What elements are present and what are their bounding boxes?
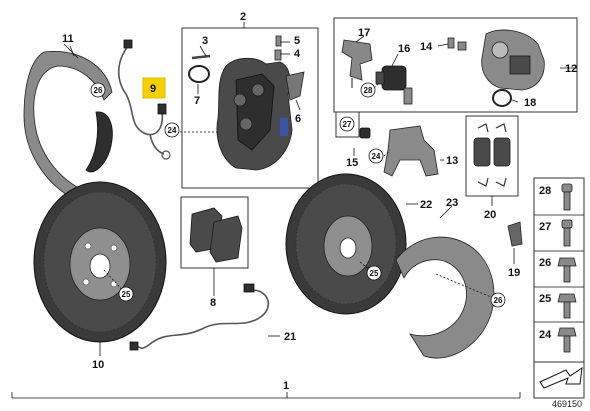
group-frame-caliper <box>181 27 319 189</box>
wear-sensor-21 <box>129 283 270 351</box>
carrier-13 <box>383 125 439 177</box>
callout-19: 19 <box>508 267 520 279</box>
circled-ref-24-caliper: 24 <box>164 122 180 138</box>
circled-ref-26-rear-shield: 26 <box>490 292 506 308</box>
bolt-15 <box>359 127 371 139</box>
rotor-front-10 <box>33 181 167 343</box>
callout-22: 22 <box>420 199 432 211</box>
diagram-id: 469150 <box>552 399 582 409</box>
pin-3 <box>191 54 211 60</box>
circled-ref-25-rear-rotor: 25 <box>366 265 382 281</box>
callout-17: 17 <box>358 27 370 39</box>
callout-11: 11 <box>62 33 74 45</box>
group-frame-rear-caliper <box>333 17 578 113</box>
bolt-label-25: 25 <box>539 293 551 305</box>
wear-sensor-9 <box>117 39 171 160</box>
callout-16: 16 <box>398 43 410 55</box>
callout-21: 21 <box>284 331 296 343</box>
splash-shield-rear-23 <box>395 236 495 359</box>
group-frame-bracket-hardware <box>335 111 360 138</box>
pads-8 <box>189 207 243 263</box>
svg-text:25: 25 <box>370 269 379 278</box>
splash-shield-front <box>23 43 113 201</box>
callout-20: 20 <box>484 209 496 221</box>
circled-ref-26-shield: 26 <box>90 82 106 98</box>
svg-text:24: 24 <box>372 152 381 161</box>
circled-ref-28-rear: 28 <box>360 82 376 98</box>
callout-13: 13 <box>446 155 458 167</box>
circled-ref-27-bracket: 27 <box>339 116 355 132</box>
callout-18: 18 <box>524 97 536 109</box>
seal-18 <box>492 89 512 107</box>
callout-2: 2 <box>240 11 246 23</box>
bolt-label-27: 27 <box>539 221 551 233</box>
group-frame-view-arrow <box>533 361 585 399</box>
bolt-25 <box>557 293 577 319</box>
callout-4: 4 <box>294 48 301 60</box>
callout-9: 9 <box>150 83 156 95</box>
svg-text:26: 26 <box>494 296 503 305</box>
callout-23: 23 <box>446 197 458 209</box>
svg-text:24: 24 <box>168 126 177 135</box>
motor-16 <box>375 65 413 105</box>
callout-5: 5 <box>294 35 300 47</box>
bolt-label-24: 24 <box>539 329 552 341</box>
circled-ref-25-front-rotor: 25 <box>118 286 134 302</box>
callout-3: 3 <box>202 35 208 47</box>
rotor-rear-22 <box>285 173 407 315</box>
bolt-label-28: 28 <box>539 185 551 197</box>
group-frame-pad-set-8 <box>180 196 249 269</box>
callout-6: 6 <box>295 113 301 125</box>
bolt-24 <box>557 327 577 353</box>
rear-caliper <box>481 29 545 91</box>
arrow-icon <box>539 366 583 389</box>
callout-8: 8 <box>210 297 216 309</box>
svg-text:28: 28 <box>364 86 373 95</box>
callout-1: 1 <box>283 380 289 392</box>
callout-15: 15 <box>346 157 358 169</box>
clip-19 <box>507 221 523 247</box>
bleeder-14 <box>447 37 467 51</box>
caliper-front <box>216 57 293 171</box>
spring-clip-6 <box>285 71 305 101</box>
svg-text:27: 27 <box>343 120 352 129</box>
bolt-28 <box>561 183 573 211</box>
bracket-17 <box>341 39 373 88</box>
clip-ring-7 <box>188 65 210 83</box>
svg-text:26: 26 <box>94 86 103 95</box>
callout-10: 10 <box>92 359 104 371</box>
bolt-label-26: 26 <box>539 257 551 269</box>
bolt-27 <box>561 219 573 247</box>
circled-ref-24-carrier: 24 <box>368 148 384 164</box>
bolt-26 <box>557 257 577 283</box>
svg-text:25: 25 <box>122 290 131 299</box>
pads-20 <box>473 123 511 187</box>
bleeder-5-4 <box>274 35 282 61</box>
callout-7: 7 <box>194 95 200 107</box>
callout-14: 14 <box>420 41 433 53</box>
callout-12: 12 <box>565 63 577 75</box>
